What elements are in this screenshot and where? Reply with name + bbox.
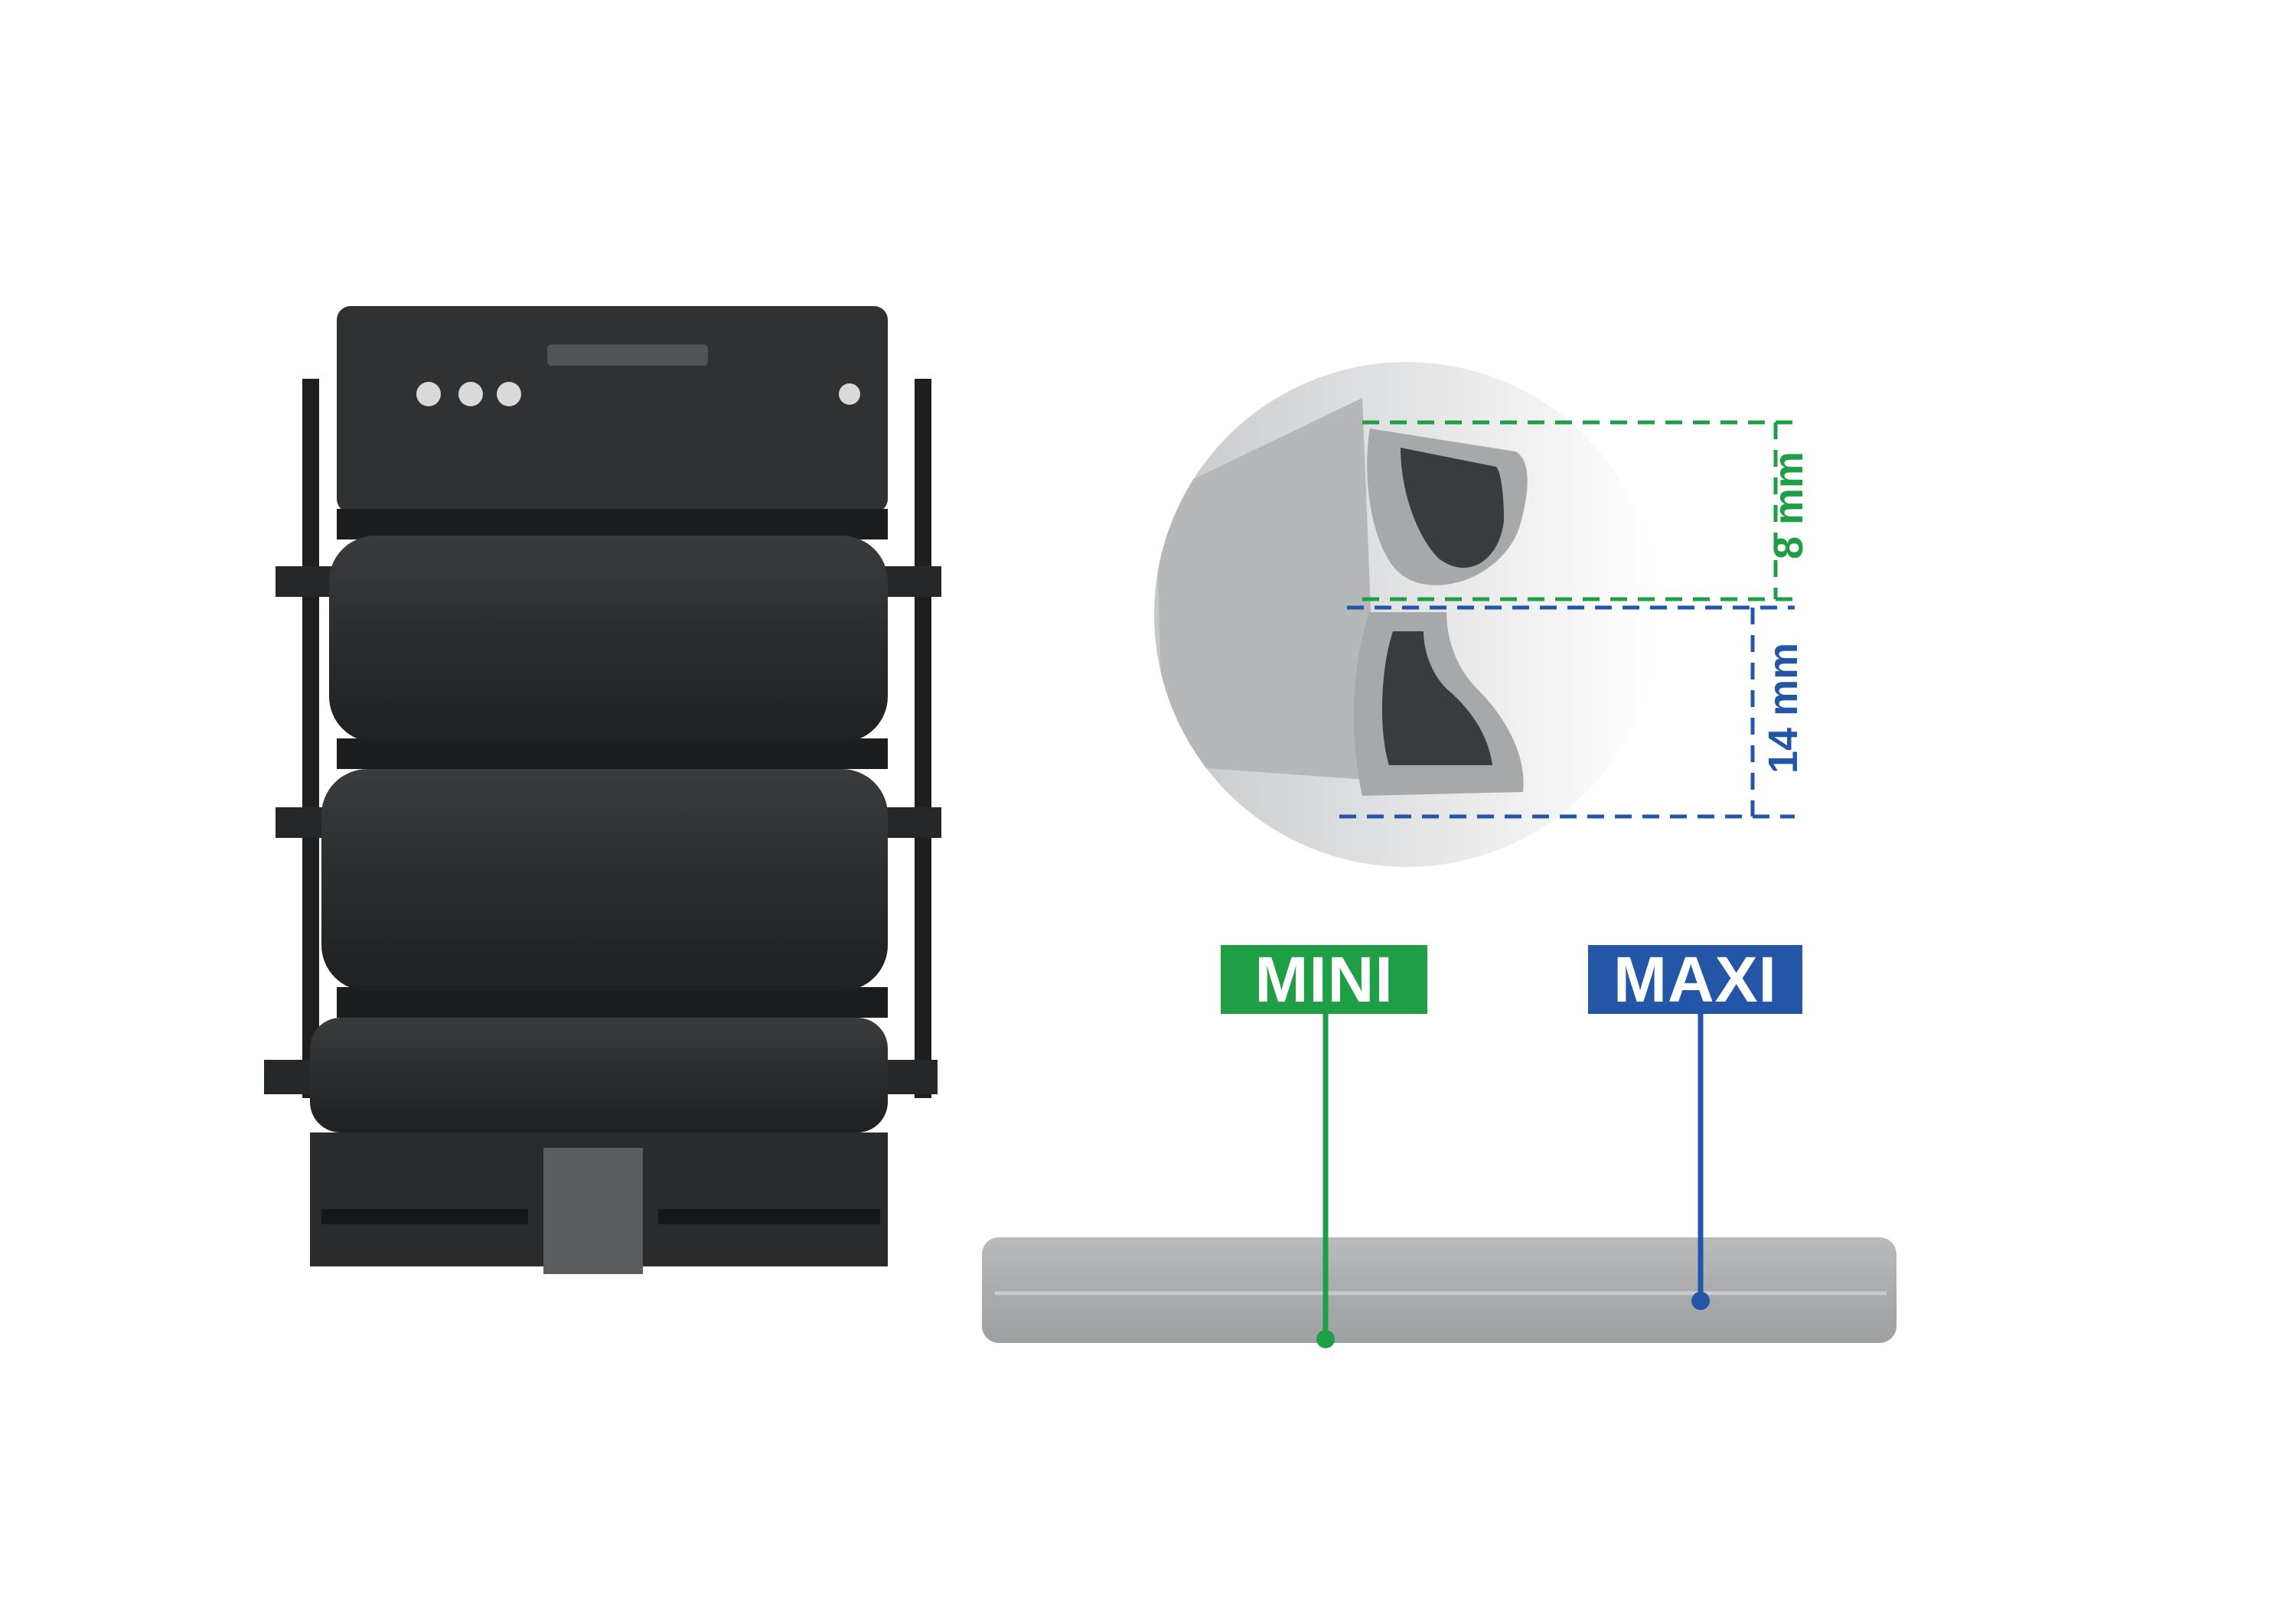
- mini-label: MINI: [1221, 945, 1427, 1014]
- mini-dimension-label: 8 mm: [1766, 451, 1812, 559]
- maxi-dimension-label: 14 mm: [1760, 642, 1806, 774]
- maxi-label: MAXI: [1588, 945, 1802, 1014]
